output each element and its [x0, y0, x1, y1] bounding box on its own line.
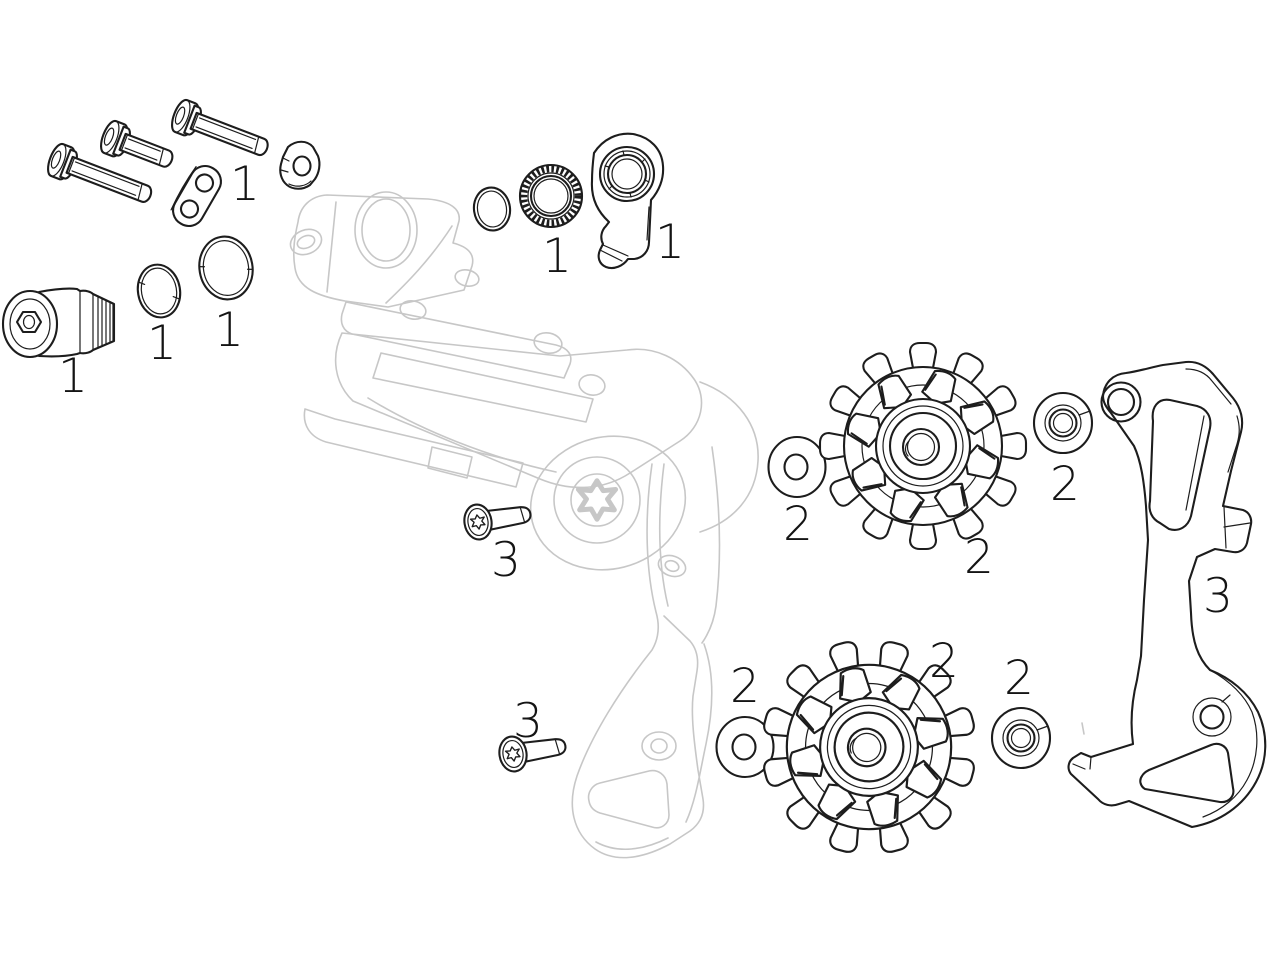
callout-axle-end-cap: 1 — [58, 349, 88, 404]
callout-lock-ring: 1 — [542, 229, 572, 284]
callout-cage-screw-upper: 3 — [491, 533, 521, 588]
callout-labels: 1 1 1 1 1 1 2 2 2 2 2 2 3 3 3 — [58, 157, 1233, 749]
callout-cage-screw-lower: 3 — [513, 694, 543, 749]
lower-pulley — [738, 616, 1000, 878]
callout-upper-pulley-cap: 2 — [1050, 457, 1080, 512]
callout-upper-pulley-washer: 2 — [783, 497, 813, 552]
callout-hanger-hook: 1 — [655, 215, 685, 270]
lower-pulley-cap — [990, 706, 1052, 770]
callout-upper-pulley: 2 — [964, 530, 994, 585]
callout-lower-pulley: 2 — [929, 634, 959, 689]
mounting-bolt-long — [47, 142, 153, 203]
callout-o-ring-small: 1 — [147, 316, 177, 371]
callout-lower-pulley-cap: 2 — [1004, 651, 1034, 706]
upper-pulley — [820, 343, 1026, 549]
inner-cage-plate — [1067, 360, 1267, 829]
o-ring-large — [198, 235, 254, 301]
knurled-lock-ring — [518, 163, 584, 229]
hanger-hook — [590, 132, 665, 270]
upper-pulley-cap — [1032, 391, 1094, 455]
o-ring-small — [136, 263, 182, 319]
seal-ring — [472, 186, 512, 232]
link-plate — [170, 164, 222, 228]
upper-pulley-washer — [767, 435, 827, 499]
callout-inner-cage-plate: 3 — [1203, 569, 1233, 624]
callout-mounting-bolts: 1 — [230, 157, 260, 212]
callout-lower-pulley-washer: 2 — [730, 659, 760, 714]
limit-hook-piece — [279, 140, 321, 190]
mounting-bolt-short — [100, 119, 174, 168]
derailleur-body-ghost — [289, 191, 1085, 859]
mounting-bolt-b-bolt — [171, 98, 269, 157]
axle-end-cap-plug — [1, 287, 116, 359]
callout-o-ring-large: 1 — [214, 303, 244, 358]
